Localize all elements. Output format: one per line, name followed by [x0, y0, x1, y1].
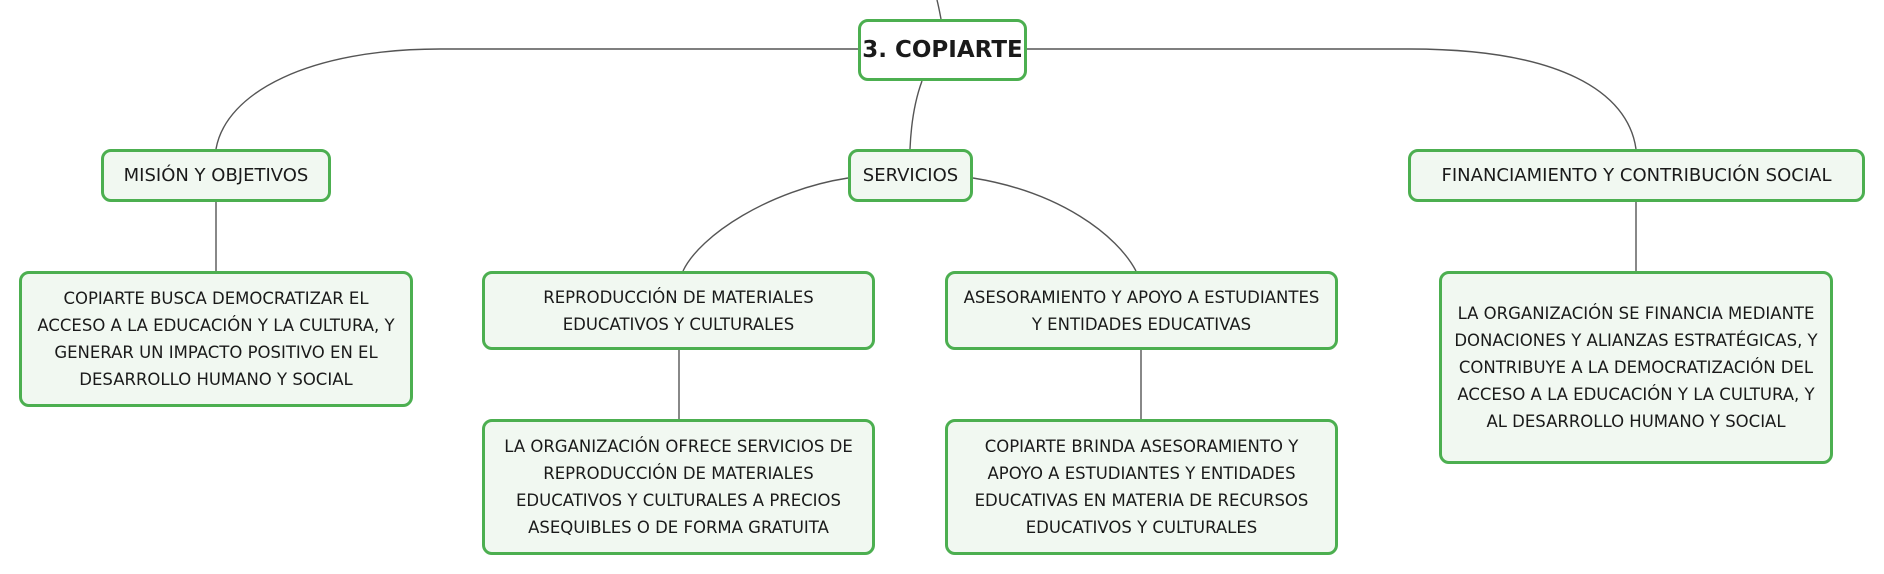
connector-parent-to-root — [936, 0, 942, 20]
connector-root-to-mission — [215, 48, 858, 150]
reproduction-node[interactable]: REPRODUCCIÓN DE MATERIALES EDUCATIVOS Y … — [482, 271, 875, 350]
reproduction-node-label: REPRODUCCIÓN DE MATERIALES EDUCATIVOS Y … — [543, 287, 814, 334]
funding-node-label: FINANCIAMIENTO Y CONTRIBUCIÓN SOCIAL — [1441, 165, 1832, 186]
funding-node[interactable]: FINANCIAMIENTO Y CONTRIBUCIÓN SOCIAL — [1408, 149, 1865, 202]
mission-node-label: MISIÓN Y OBJETIVOS — [123, 165, 309, 186]
mission-description-text: COPIARTE BUSCA DEMOCRATIZAR EL ACCESO A … — [37, 289, 395, 389]
advice-description-node[interactable]: COPIARTE BRINDA ASESORAMIENTO Y APOYO A … — [945, 419, 1338, 555]
advice-node-label: ASESORAMIENTO Y APOYO A ESTUDIANTES Y EN… — [963, 287, 1320, 334]
connector-root-to-services — [909, 80, 923, 150]
funding-description-node[interactable]: LA ORGANIZACIÓN SE FINANCIA MEDIANTE DON… — [1439, 271, 1833, 464]
services-node[interactable]: SERVICIOS — [848, 149, 973, 202]
root-node-label: 3. COPIARTE — [862, 37, 1023, 63]
advice-node[interactable]: ASESORAMIENTO Y APOYO A ESTUDIANTES Y EN… — [945, 271, 1338, 350]
advice-description-text: COPIARTE BRINDA ASESORAMIENTO Y APOYO A … — [974, 437, 1309, 537]
mission-node[interactable]: MISIÓN Y OBJETIVOS — [101, 149, 331, 202]
connector-services-to-reproduction — [682, 177, 849, 272]
root-node[interactable]: 3. COPIARTE — [858, 19, 1027, 81]
mission-description-node[interactable]: COPIARTE BUSCA DEMOCRATIZAR EL ACCESO A … — [19, 271, 413, 407]
funding-description-text: LA ORGANIZACIÓN SE FINANCIA MEDIANTE DON… — [1454, 304, 1818, 431]
services-node-label: SERVICIOS — [862, 165, 959, 186]
reproduction-description-node[interactable]: LA ORGANIZACIÓN OFRECE SERVICIOS DE REPR… — [482, 419, 875, 555]
reproduction-description-text: LA ORGANIZACIÓN OFRECE SERVICIOS DE REPR… — [504, 437, 853, 537]
connector-root-to-funding — [1027, 48, 1637, 150]
connector-services-to-advice — [972, 177, 1137, 272]
